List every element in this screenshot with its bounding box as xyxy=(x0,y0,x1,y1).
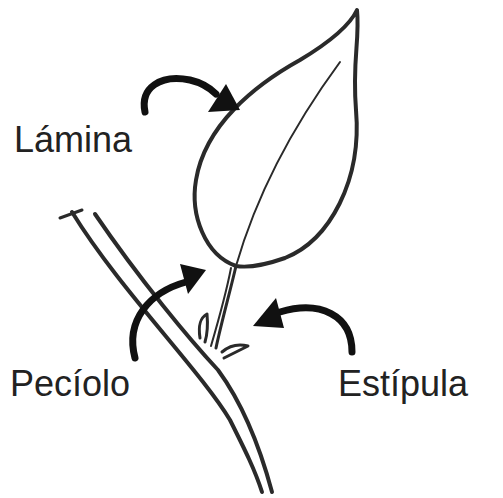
pointer-arrow xyxy=(144,79,216,112)
leaf-midrib xyxy=(236,62,340,266)
pointer-arrow xyxy=(133,282,186,358)
stipule-shape xyxy=(222,345,248,358)
stem-line xyxy=(72,212,262,492)
stipule-shape xyxy=(199,314,207,342)
stem-line xyxy=(95,214,272,492)
part-label: Lámina xyxy=(14,118,132,162)
arrow-head xyxy=(180,264,206,294)
stem-stub xyxy=(60,210,82,218)
leaf-petiole xyxy=(216,266,236,348)
leaf-blade xyxy=(195,10,358,267)
part-label: Pecíolo xyxy=(10,362,130,406)
pointer-arrow xyxy=(280,308,352,352)
arrow-head xyxy=(253,298,284,328)
part-label: Estípula xyxy=(338,362,468,406)
arrow-head xyxy=(208,84,240,112)
leaf-petiole xyxy=(211,268,231,346)
